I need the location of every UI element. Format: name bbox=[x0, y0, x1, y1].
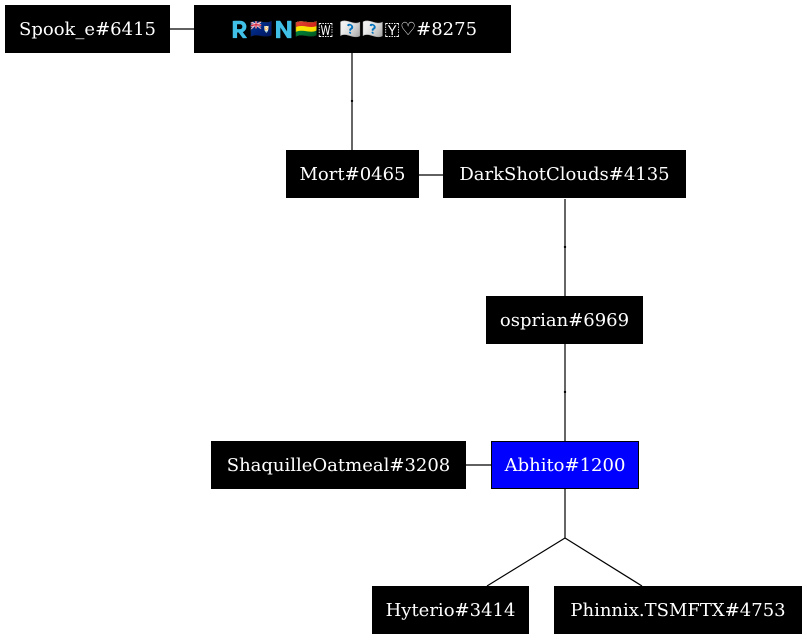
node-hyterio[interactable]: Hyterio#3414 bbox=[372, 586, 529, 634]
edge-midpoint-dot bbox=[350, 99, 354, 103]
node-phinnix[interactable]: Phinnix.TSMFTX#4753 bbox=[554, 586, 802, 634]
node-mort[interactable]: Mort#0465 bbox=[286, 150, 419, 198]
node-rainbow[interactable]: 🇷🇦🇮🇳🇧🇴🇼 🇸🇵🇴🇰🇾♡#8275 bbox=[194, 5, 511, 53]
edge-midpoint-dot bbox=[563, 390, 567, 394]
node-darkshot[interactable]: DarkShotClouds#4135 bbox=[443, 150, 686, 198]
node-abhito[interactable]: Abhito#1200 bbox=[491, 441, 639, 489]
node-osprian[interactable]: osprian#6969 bbox=[486, 296, 643, 344]
edge-midpoint-dot bbox=[563, 245, 567, 249]
edge-junction-phinnix bbox=[564, 537, 643, 587]
edge-junction-hyterio bbox=[486, 537, 566, 587]
node-shaquille[interactable]: ShaquilleOatmeal#3208 bbox=[211, 441, 466, 489]
node-spook[interactable]: Spook_e#6415 bbox=[5, 5, 170, 53]
